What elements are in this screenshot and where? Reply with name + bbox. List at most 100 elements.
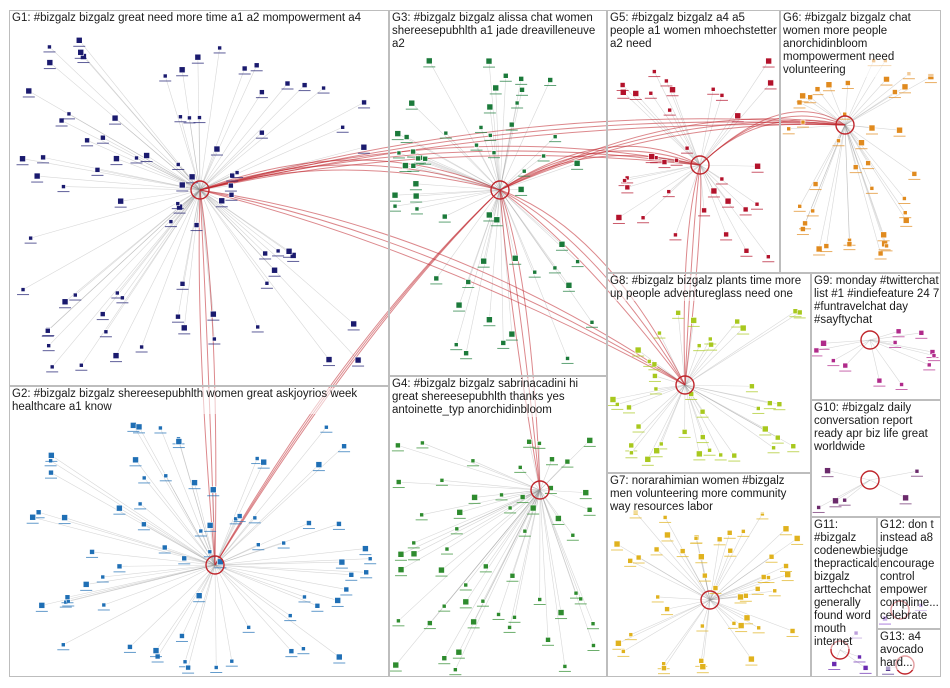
node: [832, 497, 839, 505]
edge: [684, 310, 796, 386]
node: [40, 154, 46, 161]
edge: [628, 384, 686, 408]
node: [456, 509, 464, 516]
edge: [214, 458, 258, 566]
node: [812, 181, 819, 187]
edge: [869, 479, 906, 499]
node: [395, 479, 402, 485]
edge: [214, 464, 320, 566]
node: [241, 65, 248, 72]
edge: [458, 189, 501, 306]
edge: [214, 445, 345, 566]
group-box-g5: G5: #bizgalz bizgalz a4 a5 people a1 wom…: [607, 10, 780, 273]
node: [422, 155, 428, 162]
edge: [102, 564, 216, 578]
edge: [181, 69, 201, 191]
edge: [496, 189, 501, 220]
node: [61, 298, 69, 306]
node: [391, 191, 399, 199]
node: [719, 176, 725, 182]
edge: [656, 384, 686, 451]
edge: [68, 113, 201, 191]
node: [674, 157, 679, 163]
edge: [65, 564, 216, 603]
edge: [684, 384, 770, 404]
edge: [164, 75, 201, 191]
edge: [696, 537, 711, 601]
node: [652, 373, 658, 379]
node: [480, 598, 486, 604]
node: [529, 504, 537, 512]
node: [629, 450, 634, 456]
node: [161, 544, 168, 551]
node: [89, 549, 95, 555]
edge: [700, 599, 711, 661]
node: [178, 114, 183, 120]
edge: [499, 189, 504, 343]
edge: [406, 136, 501, 191]
node: [896, 126, 903, 134]
edge: [684, 384, 774, 449]
edge: [869, 339, 930, 366]
node: [526, 438, 532, 445]
edge: [539, 461, 568, 491]
node: [892, 340, 898, 345]
node: [734, 112, 742, 120]
inter-group-edge: [499, 189, 541, 491]
node: [634, 346, 642, 354]
node: [103, 329, 109, 335]
node: [48, 469, 54, 476]
edge: [844, 124, 881, 254]
group-box-g6: G6: #bizgalz bizgalz chat women more peo…: [780, 10, 941, 273]
edge: [199, 117, 201, 191]
group-box-g13: G13: a4 avocado hard...: [877, 629, 941, 677]
node: [478, 125, 484, 130]
node: [666, 189, 672, 194]
node: [195, 592, 203, 599]
node: [325, 356, 333, 363]
edge: [177, 189, 201, 317]
node: [410, 550, 418, 558]
node: [586, 437, 594, 444]
edge: [445, 132, 501, 191]
node: [626, 404, 632, 411]
node: [259, 129, 265, 136]
node: [465, 279, 472, 285]
node: [765, 57, 772, 65]
edge: [415, 183, 501, 191]
edge: [684, 312, 800, 386]
edge: [709, 538, 798, 601]
node: [260, 458, 267, 466]
edge: [50, 460, 216, 566]
edge: [638, 557, 711, 601]
group-label-g4: G4: #bizgalz bizgalz sabrinacadini hi gr…: [392, 378, 606, 417]
edge: [630, 560, 711, 601]
edge: [624, 164, 701, 181]
edge: [199, 126, 343, 191]
edge: [214, 564, 305, 598]
edge: [660, 384, 686, 445]
node: [575, 259, 580, 264]
node: [287, 613, 293, 618]
node: [193, 222, 200, 228]
node: [700, 623, 705, 629]
edge: [869, 339, 935, 356]
node: [20, 287, 26, 292]
node: [234, 170, 240, 175]
group-box-g11: G11: #bizgalz codenewbies thepracticald.…: [811, 517, 889, 677]
node: [271, 266, 278, 274]
node: [253, 62, 260, 69]
edge: [141, 189, 201, 348]
node: [411, 540, 417, 546]
edge: [143, 524, 216, 566]
edge: [539, 489, 586, 493]
node: [836, 138, 841, 144]
node: [845, 80, 851, 86]
edge: [631, 384, 686, 446]
edge: [499, 124, 513, 191]
node: [511, 254, 519, 262]
node: [470, 458, 476, 464]
edge: [199, 84, 305, 191]
edge: [809, 96, 846, 126]
node: [731, 452, 738, 459]
